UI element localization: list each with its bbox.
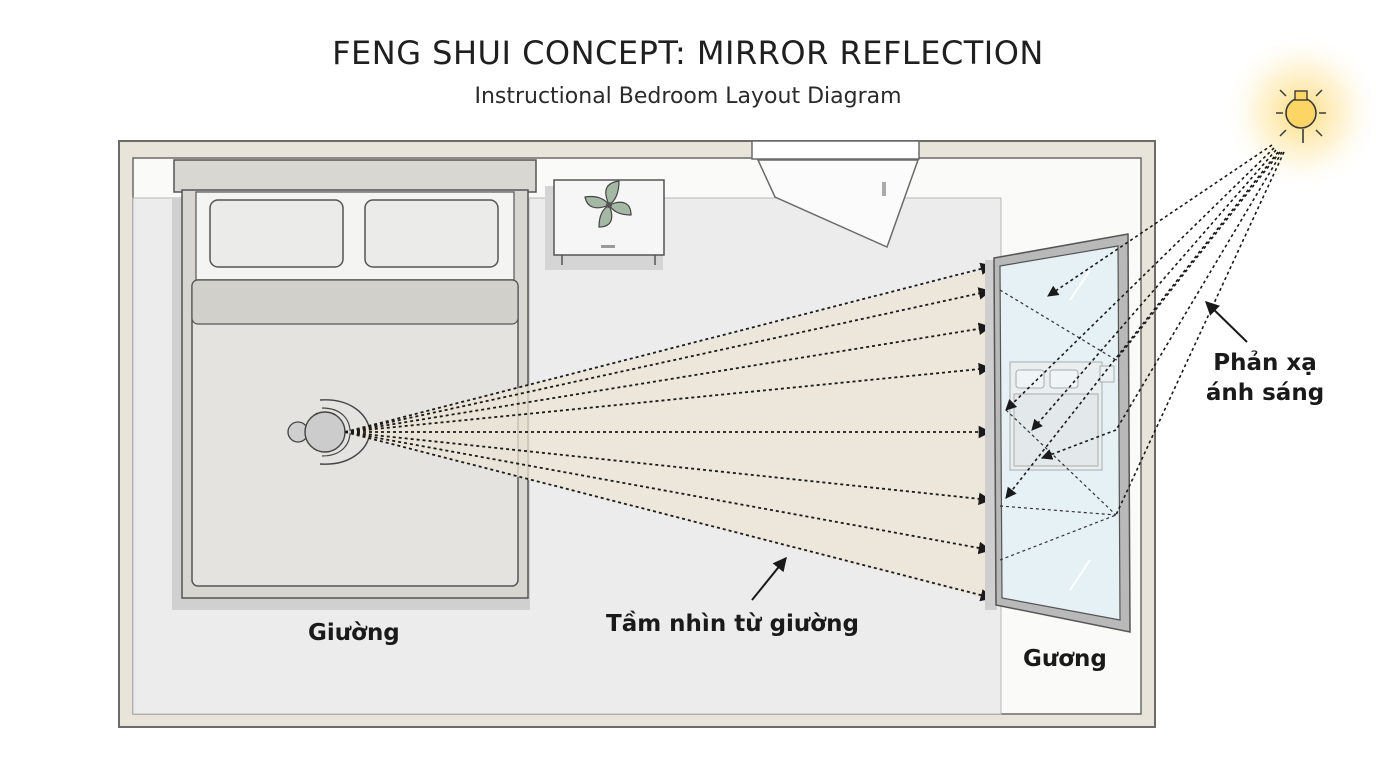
diagram-subtitle: Instructional Bedroom Layout Diagram <box>474 84 902 109</box>
light-reflection-line2: ánh sáng <box>1205 380 1325 406</box>
view-callout-arrow <box>751 556 787 601</box>
sight-lines <box>344 262 994 602</box>
potted-plant-icon <box>584 180 632 228</box>
view-from-bed-label: Tầm nhìn từ giường <box>606 611 859 637</box>
nightstand <box>545 179 665 270</box>
bed-label: Giường <box>308 620 400 646</box>
light-reflection-line1: Phản xạ <box>1213 350 1317 376</box>
light-reflection-label: Phản xạ ánh sáng <box>1200 348 1330 408</box>
door <box>751 140 920 249</box>
reflection-callout-arrow <box>1204 301 1248 343</box>
diagram-title: FENG SHUI CONCEPT: MIRROR REFLECTION <box>332 34 1044 72</box>
mirror-label: Gương <box>1023 646 1107 672</box>
light-rays <box>1005 144 1285 516</box>
light-bulb-icon <box>1276 89 1326 143</box>
mirror <box>985 233 1131 633</box>
reflected-bed <box>1009 361 1115 471</box>
view-cone <box>345 268 992 600</box>
bed <box>172 159 537 610</box>
